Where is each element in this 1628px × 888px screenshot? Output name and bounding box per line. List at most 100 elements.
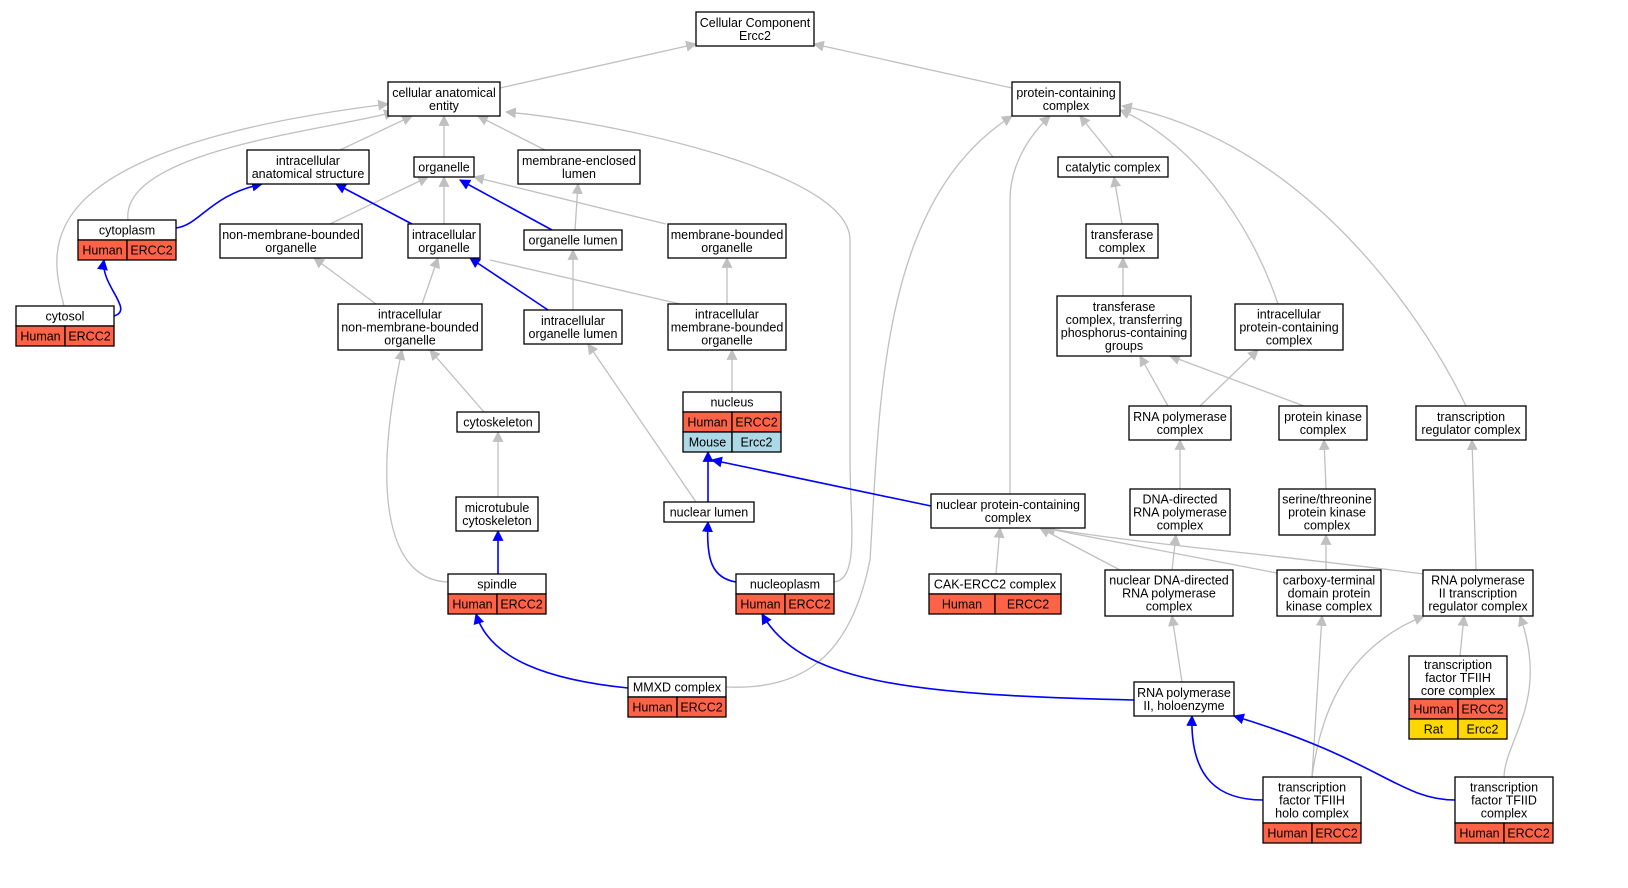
node-label: organelle xyxy=(418,241,469,255)
species-label: Human xyxy=(687,416,727,430)
node-cat[interactable]: catalytic complex xyxy=(1057,156,1169,178)
node-label: nuclear lumen xyxy=(670,506,749,520)
node-nl[interactable]: nuclear lumen xyxy=(663,501,755,523)
edge-trc-to-pcc xyxy=(1120,102,1467,407)
node-label: membrane-enclosed xyxy=(522,154,636,168)
gene-label: ERCC2 xyxy=(735,416,777,430)
node-box xyxy=(413,156,475,178)
node-label: intracellular xyxy=(412,228,476,242)
node-box xyxy=(695,11,815,47)
node-box xyxy=(1262,776,1362,824)
node-box xyxy=(1234,303,1344,351)
gene-cell xyxy=(676,696,727,718)
node-box xyxy=(455,496,539,532)
node-inmbo[interactable]: intracellularnon-membrane-boundedorganel… xyxy=(337,303,483,351)
node-box xyxy=(523,309,623,345)
node-label: holo complex xyxy=(1275,807,1349,821)
gene-label: Ercc2 xyxy=(741,436,773,450)
node-box xyxy=(667,303,787,351)
edge-tf2hholo-to-rp2trc xyxy=(1311,614,1426,778)
node-label: spindle xyxy=(477,578,517,592)
node-label: catalytic complex xyxy=(1065,161,1161,175)
node-label: Cellular Component xyxy=(700,16,811,30)
node-label: serine/threonine xyxy=(1282,493,1372,507)
node-label: transcription xyxy=(1424,658,1492,672)
edge-cytosk-to-inmbo xyxy=(429,349,485,413)
node-label: intracellular xyxy=(1257,308,1321,322)
species-label: Mouse xyxy=(689,436,727,450)
node-label: organelle xyxy=(265,241,316,255)
edge-npcc-to-pcc xyxy=(1009,115,1051,494)
gene-cell xyxy=(731,431,782,453)
node-box xyxy=(246,149,370,185)
species-label: Human xyxy=(632,701,672,715)
node-box xyxy=(1278,488,1376,536)
node-label: organelle xyxy=(701,334,752,348)
gene-cell xyxy=(1457,718,1508,740)
node-label: complex xyxy=(1043,99,1090,113)
edge-rp2trc-to-npcc xyxy=(1043,524,1424,575)
gene-cell xyxy=(994,593,1062,615)
node-label: transferase xyxy=(1091,228,1154,242)
edge-imbo-to-org xyxy=(474,177,681,305)
node-label: intracellular xyxy=(276,154,340,168)
edge-pcc-to-root xyxy=(812,40,1013,89)
node-cytosk[interactable]: cytoskeleton xyxy=(456,411,540,433)
edge-io-to-ias xyxy=(335,183,413,225)
species-label: Human xyxy=(1267,827,1307,841)
node-label: intracellular xyxy=(695,308,759,322)
node-label: non-membrane-bounded xyxy=(222,228,360,242)
node-label: microtubule xyxy=(465,501,530,515)
node-label: transcription xyxy=(1470,781,1538,795)
node-label: protein kinase xyxy=(1288,506,1366,520)
node-ol[interactable]: organelle lumen xyxy=(523,229,623,251)
node-label: phosphorus-containing xyxy=(1061,326,1188,340)
species-label: Human xyxy=(1459,827,1499,841)
node-label: lumen xyxy=(562,167,596,181)
node-org[interactable]: organelle xyxy=(413,156,475,178)
node-label: nuclear DNA-directed xyxy=(1109,574,1229,588)
annotation-row: Human ERCC2 xyxy=(682,411,782,433)
node-label: core complex xyxy=(1421,684,1496,698)
node-box xyxy=(1133,681,1235,717)
node-box xyxy=(667,223,787,259)
edge-np-to-nl xyxy=(701,520,737,583)
